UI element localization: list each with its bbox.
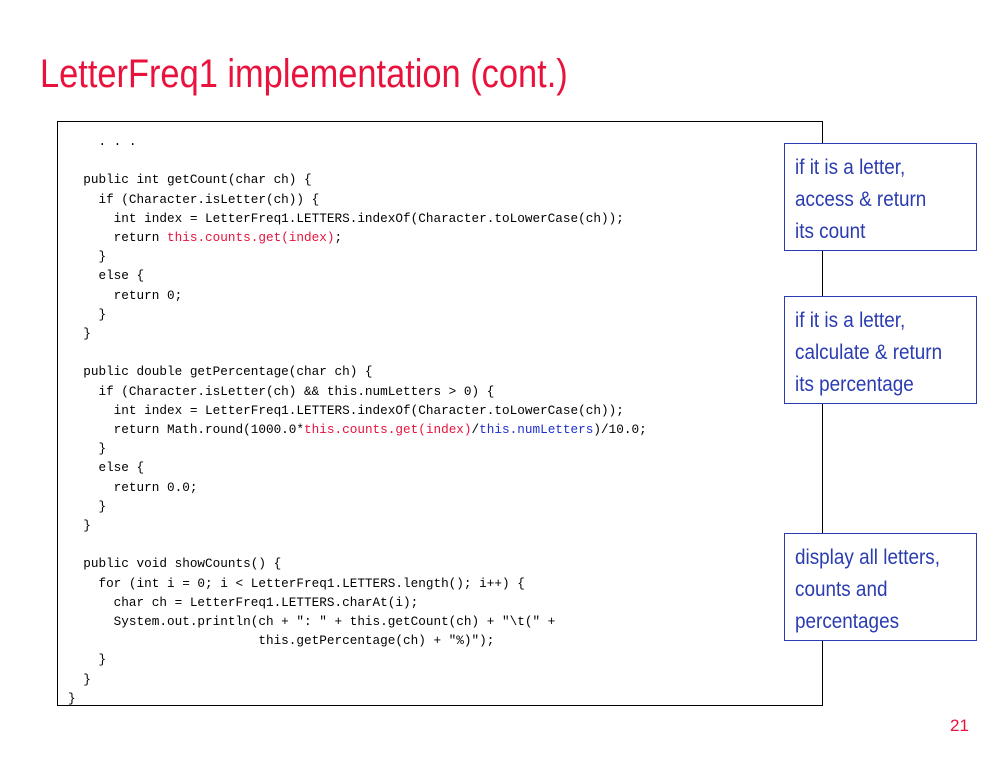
code-line: public int getCount(char ch) { — [68, 172, 312, 188]
code-line: int index = LetterFreq1.LETTERS.indexOf(… — [68, 403, 624, 418]
annotation-line: calculate & return — [795, 341, 943, 364]
code-text: public int getCount(char ch) { — [68, 172, 312, 188]
code-line: public void showCounts() { — [68, 556, 281, 571]
page-number: 21 — [950, 716, 969, 735]
code-text: } — [68, 498, 107, 514]
annotation-get-count: if it is a letter, access & return its c… — [784, 143, 977, 251]
code-line: public double getPercentage(char ch) { — [68, 364, 373, 380]
code-line: int index = LetterFreq1.LETTERS.indexOf(… — [68, 211, 624, 226]
code-text: } — [68, 671, 91, 687]
code-line: } — [68, 499, 106, 514]
highlighted-code: this.counts.get(index) — [304, 422, 472, 438]
code-text: char ch = LetterFreq1.LETTERS.charAt(i); — [68, 594, 419, 610]
highlighted-code: this.numLetters — [479, 422, 594, 438]
annotation-line: if it is a letter, — [795, 156, 906, 179]
code-line: if (Character.isLetter(ch)) { — [68, 192, 319, 207]
code-text: } — [68, 518, 91, 534]
code-text: } — [68, 306, 107, 322]
code-text: . . . — [68, 134, 137, 149]
code-line: return 0.0; — [68, 479, 198, 495]
code-text: return — [68, 230, 167, 246]
code-line: else { — [68, 268, 144, 283]
annotation-line: its count — [795, 220, 866, 243]
annotation-line: if it is a letter, — [795, 309, 906, 332]
slide-title: LetterFreq1 implementation (cont.) — [40, 52, 568, 96]
code-text: } — [68, 249, 107, 265]
code-line: } — [68, 518, 91, 533]
annotation-line: display all letters, — [795, 546, 940, 569]
code-text: return 0.0; — [68, 479, 198, 495]
annotation-line: counts and — [795, 578, 888, 601]
code-line: char ch = LetterFreq1.LETTERS.charAt(i); — [68, 594, 419, 610]
code-text: System.out.println(ch + ": " + this.getC… — [68, 614, 556, 630]
code-line: System.out.println(ch + ": " + this.getC… — [68, 614, 556, 630]
code-text: } — [68, 652, 107, 668]
code-line: } — [68, 307, 106, 322]
code-line: } — [68, 652, 106, 667]
code-line: } — [68, 249, 106, 264]
annotation-line: its percentage — [795, 373, 914, 396]
code-line: } — [68, 672, 91, 687]
code-line: return Math.round(1000.0*this.counts.get… — [68, 422, 647, 437]
annotation-get-percentage: if it is a letter, calculate & return it… — [784, 296, 977, 404]
code-text: } — [68, 326, 91, 342]
code-text: ; — [334, 230, 343, 246]
code-line: if (Character.isLetter(ch) && this.numLe… — [68, 384, 494, 399]
code-line: return 0; — [68, 287, 183, 303]
code-text: } — [68, 690, 76, 706]
code-listing: . . . public int getCount(char ch) { if … — [68, 132, 647, 708]
code-line: } — [68, 691, 76, 706]
code-line: return this.counts.get(index); — [68, 230, 342, 245]
code-text: int index = LetterFreq1.LETTERS.indexOf(… — [68, 210, 624, 226]
code-line: } — [68, 441, 106, 456]
code-text: / — [471, 422, 480, 438]
code-text: this.getPercentage(ch) + "%)"); — [68, 633, 495, 649]
code-text: if (Character.isLetter(ch) && this.numLe… — [68, 383, 495, 399]
annotation-line: access & return — [795, 188, 927, 211]
code-line: . . . — [68, 134, 137, 149]
code-text: public void showCounts() { — [68, 556, 282, 572]
code-text: } — [68, 441, 107, 457]
code-text: else { — [68, 460, 145, 476]
code-text: for (int i = 0; i < LetterFreq1.LETTERS.… — [68, 575, 525, 591]
highlighted-code: this.counts.get(index) — [166, 230, 335, 246]
code-text: return Math.round(1000.0* — [68, 422, 305, 438]
code-text: int index = LetterFreq1.LETTERS.indexOf(… — [68, 402, 624, 418]
code-text: )/10.0; — [593, 422, 647, 438]
code-line: else { — [68, 460, 144, 475]
code-line: for (int i = 0; i < LetterFreq1.LETTERS.… — [68, 575, 525, 591]
code-text: else { — [68, 268, 145, 284]
code-text: if (Character.isLetter(ch)) { — [68, 191, 320, 207]
code-line: } — [68, 326, 91, 341]
code-text: return 0; — [68, 287, 183, 303]
code-text: public double getPercentage(char ch) { — [68, 364, 373, 380]
annotation-line: percentages — [795, 610, 900, 633]
annotation-show-counts: display all letters, counts and percenta… — [784, 533, 977, 641]
code-listing-box: . . . public int getCount(char ch) { if … — [57, 121, 823, 706]
code-line: this.getPercentage(ch) + "%)"); — [68, 633, 494, 648]
